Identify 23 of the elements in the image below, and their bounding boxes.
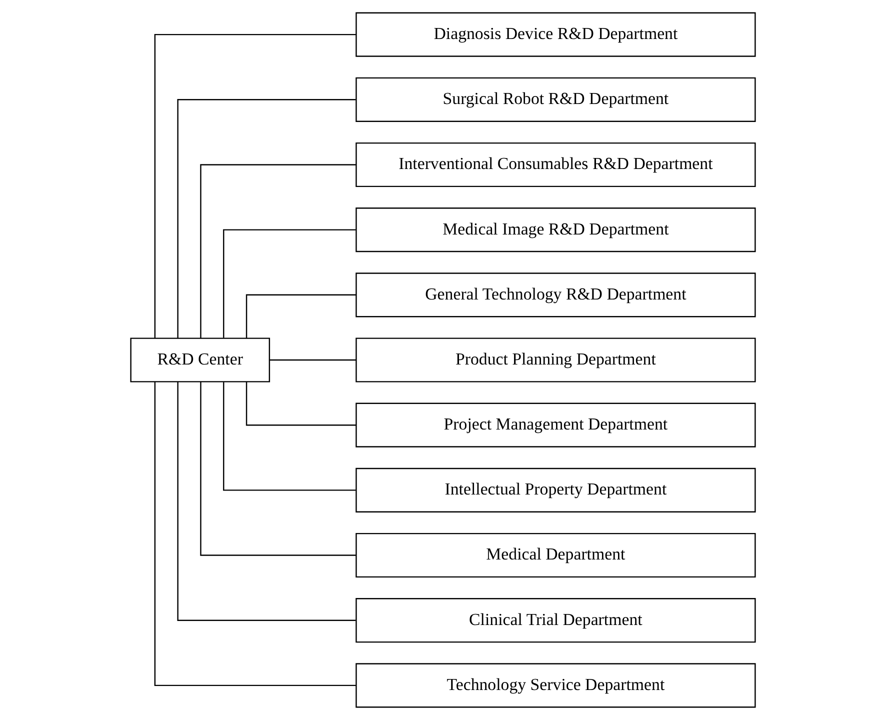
node-box: Diagnosis Device R&D Department xyxy=(355,12,756,57)
connector xyxy=(269,359,356,361)
node-box: Interventional Consumables R&D Department xyxy=(355,142,756,188)
connector xyxy=(200,382,356,556)
connector xyxy=(222,229,356,338)
connector xyxy=(154,34,356,338)
connector xyxy=(245,294,356,338)
node-box: Project Management Department xyxy=(355,402,756,448)
node-box: Clinical Trial Department xyxy=(355,598,756,643)
connector xyxy=(200,164,356,338)
connector xyxy=(154,382,356,686)
node-box: Intellectual Property Department xyxy=(355,468,756,512)
node-box: Medical Image R&D Department xyxy=(355,208,756,252)
node-box: Surgical Robot R&D Department xyxy=(355,77,756,122)
connector xyxy=(176,99,356,338)
node-box: R&D Center xyxy=(130,338,270,382)
node-box: Medical Department xyxy=(355,532,756,578)
connector xyxy=(176,382,356,621)
node-box: General Technology R&D Department xyxy=(355,272,756,318)
node-box: Product Planning Department xyxy=(355,338,756,382)
connector xyxy=(245,382,356,426)
node-box: Technology Service Department xyxy=(355,663,756,708)
connector xyxy=(222,382,356,491)
